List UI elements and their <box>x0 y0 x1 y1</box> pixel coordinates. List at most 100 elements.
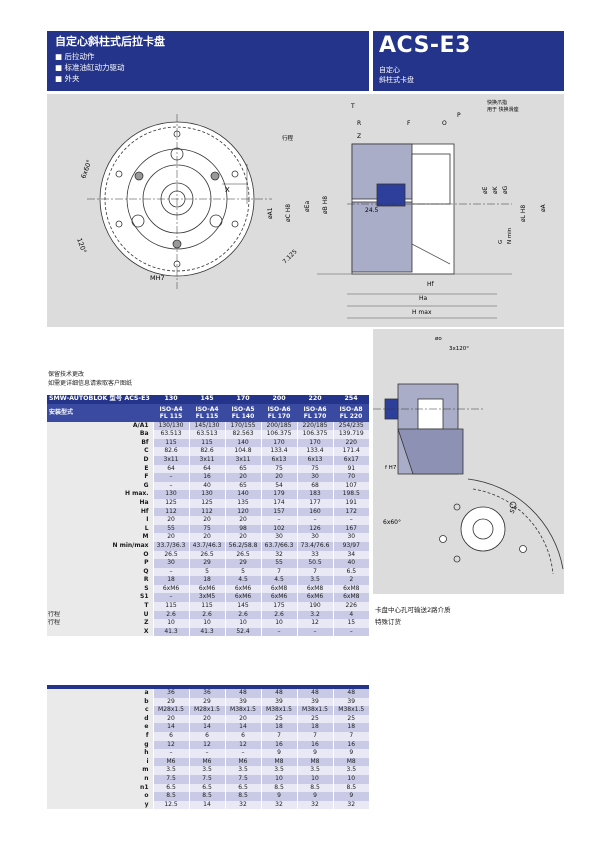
table-cell: 170 <box>296 438 334 448</box>
model-subtitle: 自定心 <box>379 66 400 74</box>
table-cell: 20 <box>224 714 261 724</box>
table-cell: M38x1.5 <box>224 706 261 715</box>
table-cell: 115 <box>152 438 190 448</box>
row-group-label <box>47 507 102 517</box>
feature-bullet: ■ 后拉动作 <box>55 52 95 61</box>
table-cell: 14 <box>188 800 225 810</box>
table-cell: 18 <box>260 723 297 732</box>
table-cell: M6 <box>152 757 189 767</box>
table-cell: M38x1.5 <box>296 706 333 715</box>
size-header: 254 <box>333 395 370 404</box>
row-group-label <box>47 627 102 637</box>
section-view <box>317 143 512 319</box>
table-cell: – <box>188 749 225 758</box>
table-cell: 52.4 <box>224 627 262 637</box>
table-cell: 6xM6 <box>224 584 262 594</box>
note-tech-change: 保留技术更改 <box>48 371 85 378</box>
table-cell: – <box>152 481 190 491</box>
table-cell: 32 <box>224 800 261 810</box>
dim-e: øE <box>482 186 489 194</box>
table-cell: M28x1.5 <box>152 706 189 715</box>
table-cell: 26.5 <box>188 550 226 560</box>
table-cell: 54 <box>260 481 298 491</box>
table-cell: 55 <box>260 559 298 568</box>
feature-bullet: ■ 标准油缸动力驱动 <box>55 63 125 72</box>
table-cell: 25 <box>260 714 297 724</box>
table-cell: 104.8 <box>224 447 262 456</box>
table-cell: 7 <box>296 731 333 741</box>
table-cell: 29 <box>188 559 226 568</box>
table-cell: 177 <box>296 498 334 508</box>
table-cell: 3.5 <box>332 766 369 775</box>
table-cell: 157 <box>260 507 298 517</box>
jaw-note: 快换爪指 <box>487 99 507 106</box>
table-cell: 18 <box>332 723 369 732</box>
row-key: N min/max <box>102 541 154 551</box>
table-cell: 6xM6 <box>188 584 226 594</box>
row-key: d <box>102 714 153 724</box>
dim-f: F <box>407 120 411 127</box>
dim-hmax: H max <box>412 309 432 316</box>
table-cell: 3.5 <box>224 766 261 775</box>
row-group-label <box>47 792 102 801</box>
table-cell: 39 <box>224 697 261 707</box>
row-key: R <box>102 576 154 585</box>
table-cell: 6 <box>224 731 261 741</box>
table-cell: 6xM8 <box>332 584 370 594</box>
model-banner: ACS-E3 自定心 斜柱式卡盘 <box>373 31 564 91</box>
row-key: G <box>102 481 154 491</box>
table-cell: 20 <box>260 473 298 482</box>
table-cell: 10 <box>188 619 226 628</box>
row-key: S1 <box>102 593 154 603</box>
dim-a1: øA1 <box>267 207 274 219</box>
table-cell: 7 <box>296 567 334 577</box>
dim-3x120: S1 <box>509 505 519 515</box>
table-cell: 4 <box>332 610 370 620</box>
row-key: h <box>102 749 153 758</box>
table-cell: 48 <box>332 689 369 698</box>
row-group-label <box>47 516 102 525</box>
table-cell: 82.563 <box>224 430 262 439</box>
row-key: n1 <box>102 783 153 793</box>
table-cell: 10 <box>224 619 262 628</box>
table-cell: 7 <box>260 567 298 577</box>
table-cell: 25 <box>296 714 333 724</box>
row-key: i <box>102 757 153 767</box>
row-group-label <box>47 455 102 465</box>
table-cell: 2.6 <box>224 610 262 620</box>
row-group-label <box>47 697 102 707</box>
table-cell: 8.5 <box>188 792 225 801</box>
table-cell: 4.5 <box>224 576 262 585</box>
table-cell: 2.6 <box>188 610 226 620</box>
table-cell: 6 <box>188 731 225 741</box>
table-cell: 12 <box>296 619 334 628</box>
table-cell: 25 <box>332 714 369 724</box>
table-cell: 40 <box>188 481 226 491</box>
table-cell: 170 <box>260 438 298 448</box>
mount-type: ISO-A6 FL 170 <box>261 403 298 422</box>
table-cell: M8 <box>260 757 297 767</box>
table-cell: M6 <box>224 757 261 767</box>
table-cell: 98 <box>224 524 262 534</box>
table-cell: 5 <box>224 567 262 577</box>
row-group-label <box>47 749 102 758</box>
dim-ea: øEa <box>304 201 311 212</box>
dim-k: øK <box>492 185 499 194</box>
table-cell: 6xM6 <box>296 593 334 603</box>
table-cell: 183 <box>296 490 334 499</box>
row-group-label <box>47 447 102 456</box>
row-key: n <box>102 774 153 784</box>
row-group-label <box>47 576 102 585</box>
table-cell: 40 <box>332 559 370 568</box>
table-cell: 39 <box>260 697 297 707</box>
table-cell: 63.513 <box>152 430 190 439</box>
table-cell: – <box>152 593 190 603</box>
